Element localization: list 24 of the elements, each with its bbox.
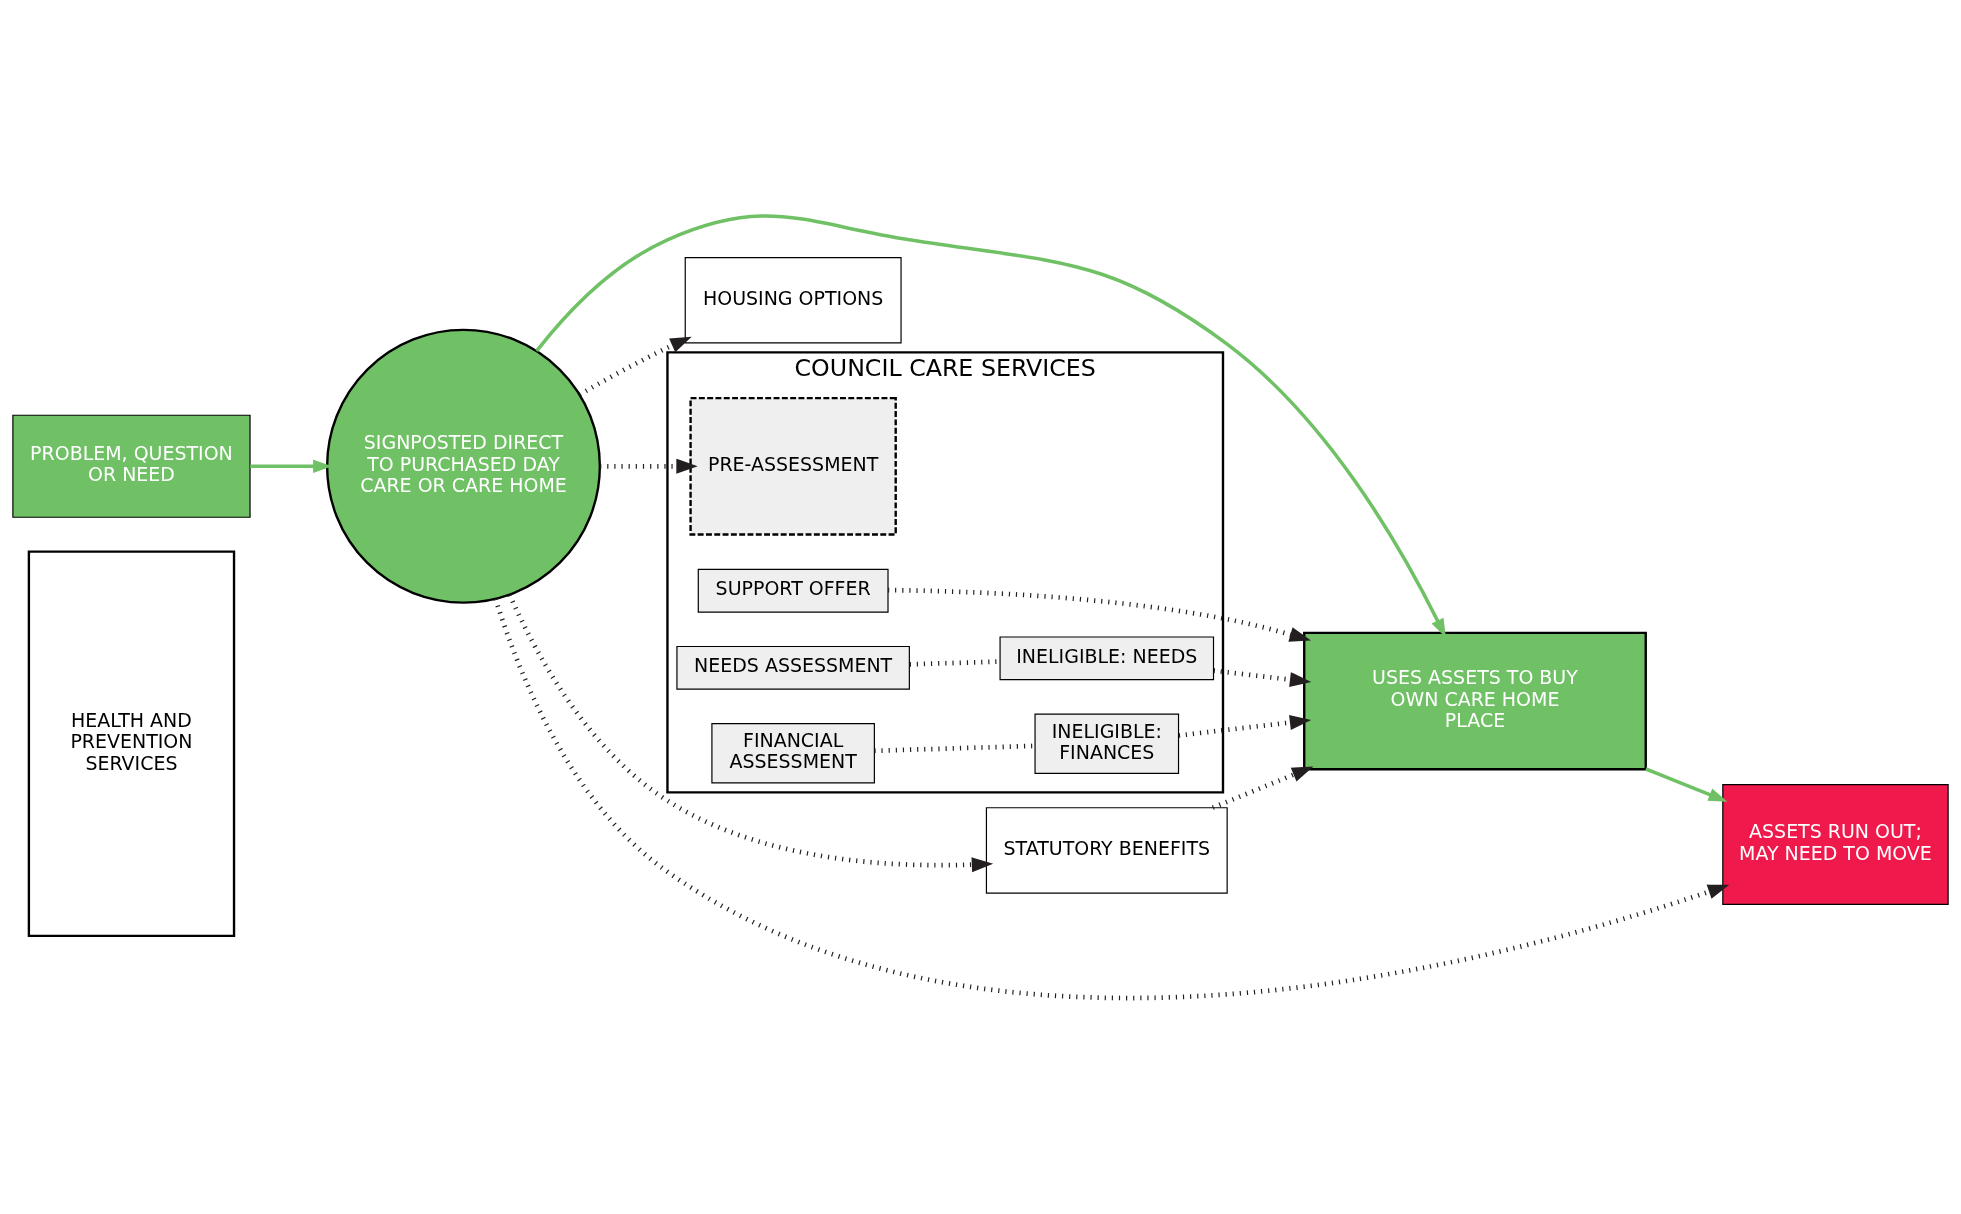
- node-box: ASSETS RUN OUT; MAY NEED TO MOVE: [1722, 784, 1949, 905]
- node-box: HEALTH AND PREVENTION SERVICES: [27, 550, 236, 938]
- node-box: PROBLEM, QUESTION OR NEED: [12, 414, 251, 518]
- node-box: USES ASSETS TO BUY OWN CARE HOME PLACE: [1303, 631, 1647, 771]
- node-box: INELIGIBLE: NEEDS: [999, 636, 1215, 681]
- arrow: [1178, 715, 1312, 738]
- node-box: PRE-ASSESSMENT: [689, 396, 897, 536]
- node-box: FINANCIAL ASSESSMENT: [711, 723, 875, 784]
- arrow: [600, 458, 698, 474]
- arrow: [1211, 766, 1314, 810]
- node-box: STATUTORY BENEFITS: [985, 807, 1228, 894]
- arrow: [1213, 668, 1312, 688]
- arrow: [493, 598, 1730, 1001]
- node-box: SUPPORT OFFER: [697, 568, 889, 613]
- node-box: HOUSING OPTIONS: [684, 256, 902, 344]
- arrow: [578, 336, 692, 397]
- arrow: [535, 214, 1446, 638]
- connector: [874, 743, 1035, 754]
- node-box: INELIGIBLE: FINANCES: [1034, 713, 1180, 774]
- node-box: NEEDS ASSESSMENT: [676, 645, 910, 690]
- arrow: [888, 587, 1312, 642]
- arrow: [1645, 767, 1728, 802]
- arrow: [507, 593, 994, 873]
- node-circle: SIGNPOSTED DIRECT TO PURCHASED DAY CARE OR CARE HOME: [325, 328, 602, 604]
